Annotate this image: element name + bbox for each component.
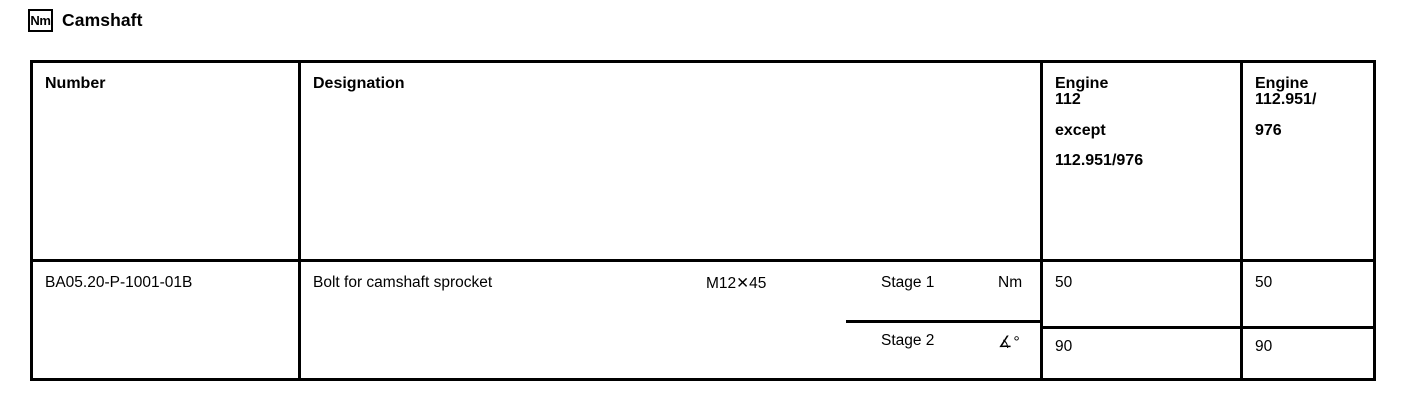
column-header-number: Number (33, 63, 301, 259)
stage-1-label: Stage 1 (881, 274, 935, 291)
stage-divider (1243, 326, 1373, 329)
cell-engine-112-except-values: 50 90 (1043, 262, 1243, 378)
table-header-row: Number Designation Engine 112 except 112… (33, 63, 1373, 262)
page-title: Camshaft (62, 10, 143, 30)
cell-engine-112-951-976-values: 50 90 (1243, 262, 1373, 378)
spacer (1055, 109, 1240, 123)
stage-divider (846, 320, 1040, 323)
column-header-engine-112-except: Engine 112 except 112.951/976 (1043, 63, 1243, 259)
torque-specification-table: Number Designation Engine 112 except 112… (30, 60, 1376, 381)
engine-b-stage-1-value: 50 (1255, 274, 1273, 291)
engine-b-stage-2-cell: 90 (1243, 326, 1373, 378)
stage-1-subrow: Bolt for camshaft sprocket M12✕45 Stage … (301, 262, 1040, 320)
table-row: BA05.20-P-1001-01B Bolt for camshaft spr… (33, 262, 1373, 378)
column-header-designation-label: Designation (313, 75, 405, 92)
cell-part-number: BA05.20-P-1001-01B (33, 262, 301, 378)
engine-b-line2: 112.951/ (1255, 91, 1317, 109)
column-header-designation: Designation (301, 63, 1043, 259)
spacer (1255, 109, 1373, 123)
engine-b-line3: 976 (1255, 121, 1282, 139)
column-header-number-label: Number (45, 75, 106, 92)
section-heading: Nm Camshaft (28, 9, 143, 32)
engine-a-line3: except (1055, 121, 1106, 139)
stage-1-unit: Nm (998, 274, 1023, 291)
spacer (1055, 139, 1240, 153)
designation-value: Bolt for camshaft sprocket (313, 274, 493, 291)
stage-divider (1043, 326, 1240, 329)
bolt-spec-value: M12✕45 (706, 275, 767, 292)
engine-a-line4: 112.951/976 (1055, 151, 1144, 169)
engine-b-stage-1-cell: 50 (1255, 274, 1373, 326)
stage-2-subrow: Stage 2 ∡° (301, 320, 1040, 378)
nm-torque-icon: Nm (28, 9, 53, 32)
engine-b-stage-2-value: 90 (1255, 338, 1273, 355)
engine-a-stage-2-value: 90 (1055, 338, 1073, 355)
engine-a-stage-1-value: 50 (1055, 274, 1073, 291)
stage-2-unit-angle-degrees: ∡° (998, 334, 1021, 351)
engine-b-line1: Engine (1255, 75, 1309, 92)
engine-a-line2: 112 (1055, 91, 1081, 109)
engine-a-stage-1-cell: 50 (1055, 274, 1240, 326)
engine-a-stage-2-cell: 90 (1043, 326, 1240, 378)
stage-2-label: Stage 2 (881, 332, 935, 349)
cell-designation: Bolt for camshaft sprocket M12✕45 Stage … (301, 262, 1043, 378)
engine-a-line1: Engine (1055, 75, 1109, 92)
part-number-value: BA05.20-P-1001-01B (45, 274, 193, 291)
column-header-engine-112-951-976: Engine 112.951/ 976 (1243, 63, 1373, 259)
